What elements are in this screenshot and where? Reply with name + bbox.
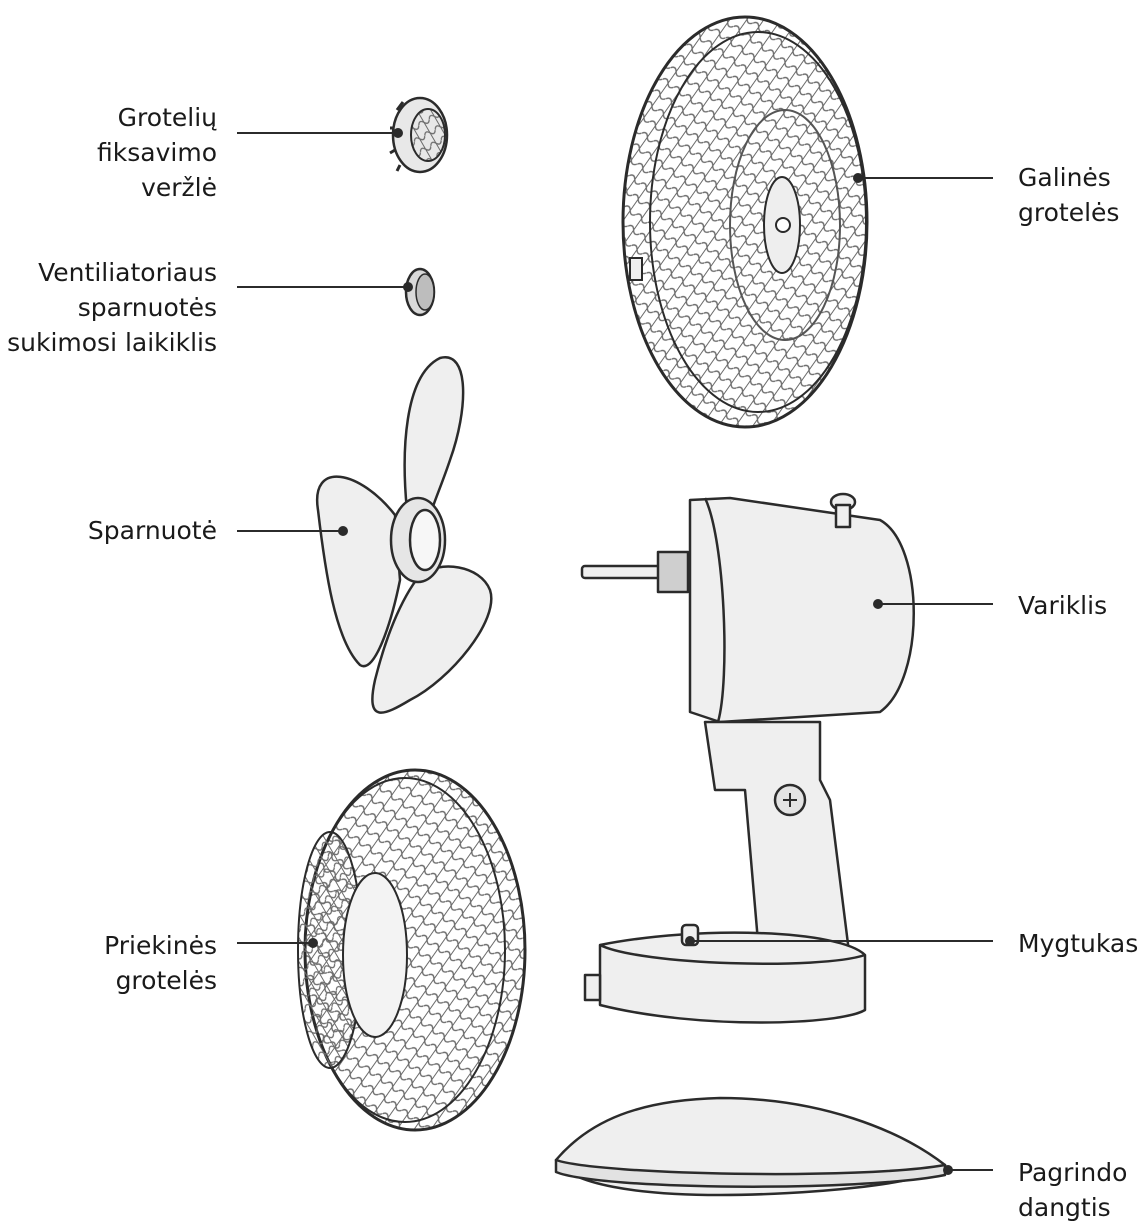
label-blade: Sparnuotė [87,516,217,545]
front-grille-icon [297,768,527,1132]
leader-lines [237,128,993,1175]
fan-blade-icon [315,356,493,714]
label-motor: Variklis [1018,591,1108,620]
label-base-cover: Pagrindo dangtis [1018,1158,1128,1222]
base-cover-icon [554,1096,947,1197]
label-front-grille: Priekinės grotelės [104,931,217,995]
label-blade-holder: Ventiliatoriaus sparnuotės sukimosi laik… [7,258,217,357]
motor-icon [580,492,915,967]
blade-holder-icon [404,267,436,317]
grille-nut-icon [389,96,449,174]
label-grille-nut: Grotelių fiksavimo veržlė [97,103,217,202]
button-icon [583,923,867,1024]
label-rear-grille: Galinės grotelės [1018,163,1120,227]
rear-grille-icon [621,15,869,429]
label-button: Mygtukas [1018,929,1139,958]
